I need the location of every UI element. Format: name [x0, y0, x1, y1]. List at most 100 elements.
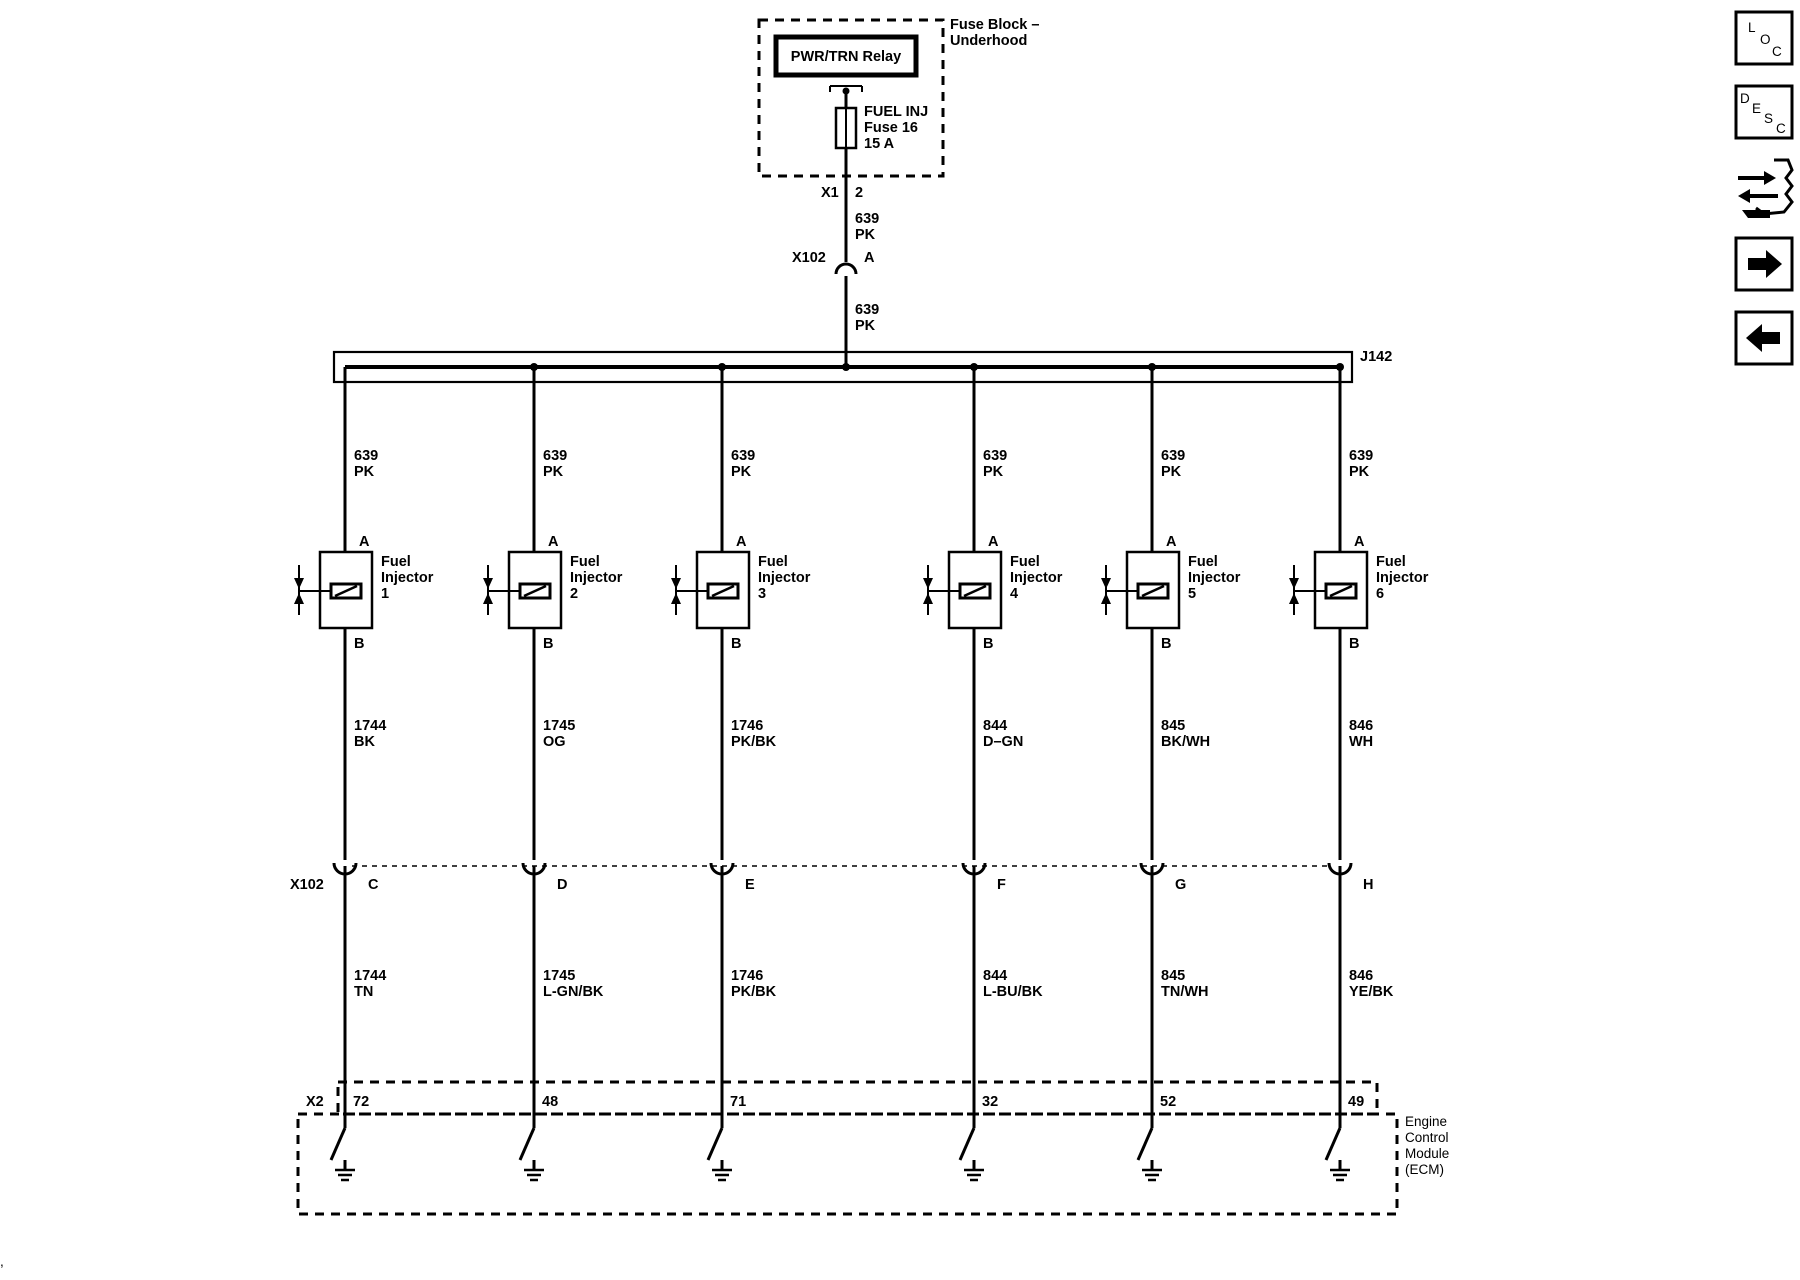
back-button[interactable]	[1734, 310, 1794, 366]
feed-color-label: PK	[731, 464, 752, 480]
ecm-label-4: (ECM)	[1405, 1162, 1444, 1177]
engine-control-module: X2 Engine Control Module (ECM)	[296, 1080, 1449, 1216]
injector-number: 5	[1188, 586, 1196, 602]
control-circuit-label: 1745	[543, 718, 575, 734]
desc-letter-e: E	[1752, 101, 1761, 116]
ground-icon	[524, 1168, 544, 1182]
control-circuit-label: 844	[983, 718, 1007, 734]
injector-name-2: Injector	[381, 570, 434, 586]
x102-pin-label: D	[557, 877, 567, 893]
desc-letter-s: S	[1764, 111, 1773, 126]
ecm-driver-switch	[518, 1127, 544, 1182]
arrow-left-icon	[1746, 324, 1780, 352]
desc-button[interactable]: D E S C	[1734, 84, 1794, 140]
forward-button[interactable]	[1734, 236, 1794, 292]
ecm-circuit-label: 844	[983, 968, 1007, 984]
ecm-color-label: TN/WH	[1161, 984, 1209, 1000]
feed-color-label: PK	[1161, 464, 1182, 480]
ground-icon	[335, 1168, 355, 1182]
loc-button[interactable]: L O C	[1734, 10, 1794, 66]
fuse-label-2: Fuse 16	[864, 120, 918, 136]
fuse-16: FUEL INJ Fuse 16 15 A	[834, 104, 928, 152]
fuse-label-3: 15 A	[864, 136, 895, 152]
feed-lower-color: PK	[855, 318, 876, 334]
injector-number: 6	[1376, 586, 1384, 602]
ecm-circuit-label: 1744	[354, 968, 386, 984]
ecm-label-1: Engine	[1405, 1114, 1447, 1129]
fuse-block-title-1: Fuse Block –	[950, 17, 1039, 33]
loc-letter-c: C	[1772, 44, 1782, 59]
ecm-label-2: Control	[1405, 1130, 1449, 1145]
injector-name-1: Fuel	[1376, 554, 1406, 570]
ecm-label-3: Module	[1405, 1146, 1449, 1161]
control-color-label: PK/BK	[731, 734, 777, 750]
feed-color-label: PK	[354, 464, 375, 480]
splice-j142: J142	[332, 349, 1392, 384]
ecm-pin-label: 32	[982, 1094, 998, 1110]
x1-pin-label: 2	[855, 185, 863, 201]
corner-mark: ,	[0, 1254, 4, 1269]
injector-columns: 639PKABFuelInjector11744BKC1744TN72639PK…	[294, 363, 1429, 1182]
injector-name-1: Fuel	[1188, 554, 1218, 570]
ground-icon	[1142, 1168, 1162, 1182]
feed-circuit-label: 639	[983, 448, 1007, 464]
ecm-color-label: L-BU/BK	[983, 984, 1043, 1000]
injector-pin-a: A	[736, 534, 747, 550]
feed-lower-circuit: 639	[855, 302, 879, 318]
control-color-label: BK	[354, 734, 375, 750]
x102-connector-feed: X102 A	[792, 250, 875, 275]
desc-letter-c: C	[1776, 121, 1786, 136]
feed-circuit-label: 639	[731, 448, 755, 464]
injector-number: 2	[570, 586, 578, 602]
injector-pin-a: A	[548, 534, 559, 550]
injector-pin-a: A	[1166, 534, 1177, 550]
ecm-pin-label: 49	[1348, 1094, 1364, 1110]
x102-feed-label: X102	[792, 250, 826, 266]
desc-letter-d: D	[1740, 91, 1750, 106]
injector-pin-b: B	[983, 636, 993, 652]
ground-icon	[1330, 1168, 1350, 1182]
control-circuit-label: 846	[1349, 718, 1373, 734]
ecm-circuit-label: 846	[1349, 968, 1373, 984]
control-circuit-label: 845	[1161, 718, 1185, 734]
fuse-label-1: FUEL INJ	[864, 104, 928, 120]
arrow-right-icon	[1748, 250, 1782, 278]
injector-pin-a: A	[359, 534, 370, 550]
injector-pin-b: B	[543, 636, 553, 652]
x102-pin-label: F	[997, 877, 1006, 893]
x1-connector-label: X1	[821, 185, 839, 201]
ecm-circuit-label: 1746	[731, 968, 763, 984]
ecm-pin-label: 71	[730, 1094, 746, 1110]
feed-circuit-label: 639	[543, 448, 567, 464]
fuse-block-title-2: Underhood	[950, 33, 1027, 49]
loc-letter-l: L	[1748, 20, 1756, 35]
feed-circuit-label: 639	[354, 448, 378, 464]
ecm-driver-switch	[1136, 1127, 1162, 1182]
injector-number: 1	[381, 586, 389, 602]
injector-number: 4	[1010, 586, 1018, 602]
x102-feed-pin: A	[864, 250, 875, 266]
control-circuit-label: 1746	[731, 718, 763, 734]
control-color-label: OG	[543, 734, 566, 750]
ecm-color-label: YE/BK	[1349, 984, 1394, 1000]
feed-color-label: PK	[983, 464, 1004, 480]
loc-letter-o: O	[1760, 32, 1771, 47]
x102-pin-label: C	[368, 877, 379, 893]
relay-label: PWR/TRN Relay	[791, 49, 901, 65]
splice-label: J142	[1360, 349, 1392, 365]
ecm-circuit-label: 1745	[543, 968, 575, 984]
connector-tool-icon[interactable]	[1738, 158, 1794, 218]
injector-name-2: Injector	[1010, 570, 1063, 586]
injector-pin-b: B	[731, 636, 741, 652]
ecm-driver-switch	[1324, 1127, 1350, 1182]
control-color-label: BK/WH	[1161, 734, 1210, 750]
pwr-trn-relay: PWR/TRN Relay	[773, 34, 919, 78]
